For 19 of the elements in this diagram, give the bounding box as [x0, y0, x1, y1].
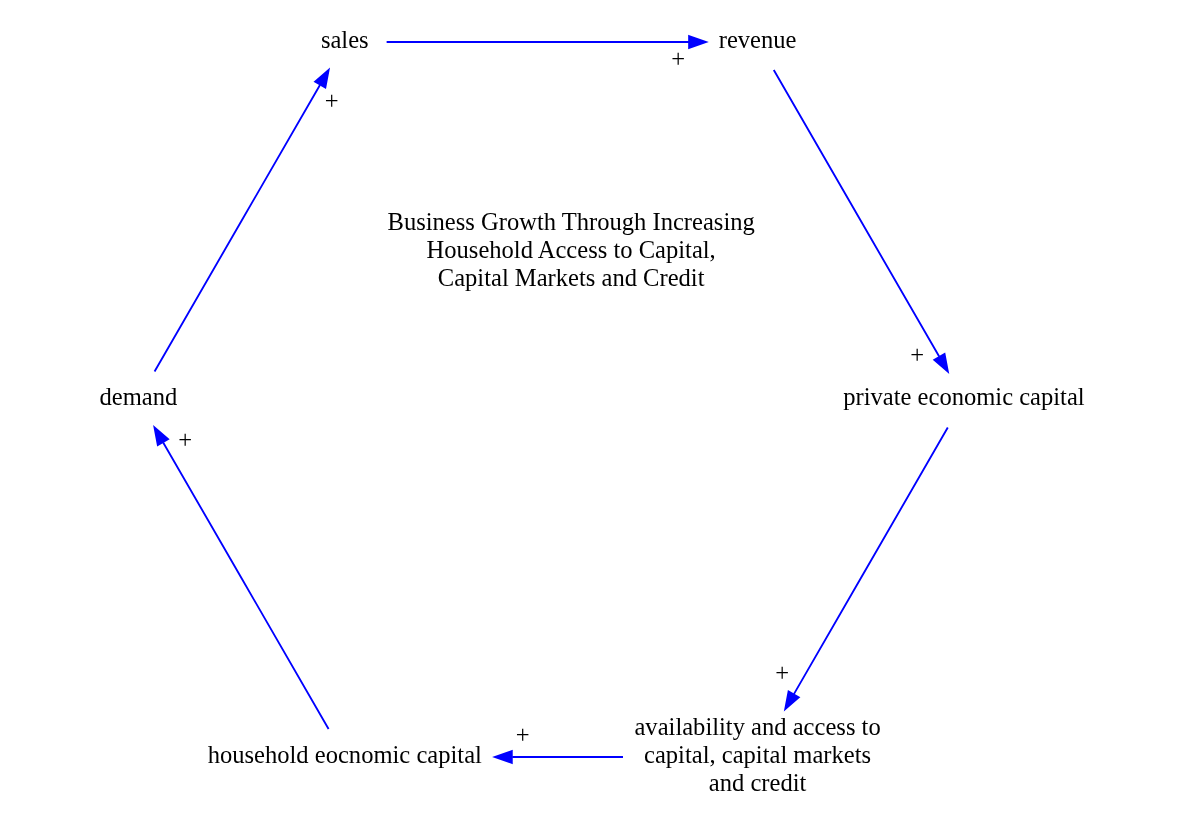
arrow — [153, 67, 331, 373]
edge-label: + — [775, 659, 790, 687]
node-text: private economic capital — [843, 383, 1085, 411]
node-text: sales — [320, 25, 369, 53]
edge-label: + — [671, 45, 686, 73]
edge-label: + — [324, 87, 339, 115]
arrow — [492, 749, 624, 765]
node-text: availability and access to capital, capital markets and credit — [634, 713, 881, 796]
arrow — [385, 34, 709, 50]
node-text: demand — [99, 383, 178, 411]
arrow — [772, 69, 950, 374]
edge-label: + — [178, 425, 193, 453]
arrow — [783, 426, 949, 712]
node-text: household eocnomic capital — [207, 740, 482, 768]
edge-label: + — [910, 341, 925, 369]
node-text: revenue — [718, 25, 797, 53]
arrow — [153, 425, 330, 730]
edge-label: + — [515, 721, 530, 749]
label: Business Growth Through Increasing Household Access to Capital, Capital Markets and Credit — [387, 208, 755, 291]
